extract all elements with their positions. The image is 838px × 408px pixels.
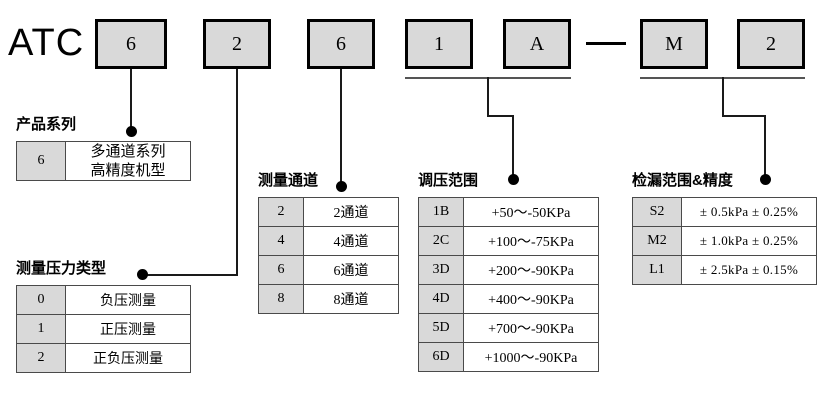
cell-desc: 2通道 <box>303 197 399 227</box>
cell-desc-line2: 高精度机型 <box>90 160 166 179</box>
cell-code: 2 <box>16 343 66 373</box>
table-row: 3D +200～-90KPa <box>418 255 599 285</box>
connector-pressure-type-horizontal <box>143 274 238 276</box>
cell-code: 6 <box>258 255 304 285</box>
code-box-leak-range-1-label: M <box>665 32 683 55</box>
table-row: 8 8通道 <box>258 284 399 314</box>
table-row: 5D +700～-90KPa <box>418 313 599 343</box>
table-row: 1 正压测量 <box>16 314 191 344</box>
connector-leak-range-vertical-2 <box>764 115 766 178</box>
code-box-leak-range-2[interactable]: 2 <box>737 19 805 69</box>
code-box-pressure-type-label: 2 <box>232 32 242 55</box>
connector-leak-range-vertical-1 <box>722 77 724 116</box>
connector-series-vertical <box>130 69 132 131</box>
cell-code: 3D <box>418 255 464 285</box>
cell-code: 4D <box>418 284 464 314</box>
model-prefix-label: ATC <box>8 22 85 64</box>
connector-pressure-range-vertical-2 <box>512 115 514 178</box>
cell-desc: +50～-50KPa <box>463 197 599 227</box>
cell-desc: 正负压测量 <box>65 343 191 373</box>
connector-channels-vertical <box>340 69 342 186</box>
table-row: 1B +50～-50KPa <box>418 197 599 227</box>
code-box-pressure-range-2[interactable]: A <box>503 19 571 69</box>
cell-desc: ± 2.5kPa ± 0.15% <box>681 255 817 285</box>
table-row: L1 ± 2.5kPa ± 0.15% <box>632 255 817 285</box>
table-pressure-type: 0 负压测量 1 正压测量 2 正负压测量 <box>16 285 191 373</box>
cell-code: 2 <box>258 197 304 227</box>
code-box-channels[interactable]: 6 <box>307 19 375 69</box>
cell-code: 6D <box>418 342 464 372</box>
code-box-channels-label: 6 <box>336 32 346 55</box>
table-row: 0 负压测量 <box>16 285 191 315</box>
cell-code: 1 <box>16 314 66 344</box>
table-row: 6 6通道 <box>258 255 399 285</box>
cell-code: S2 <box>632 197 682 227</box>
caption-channels: 测量通道 <box>258 172 319 189</box>
table-row: 2C +100～-75KPa <box>418 226 599 256</box>
connector-pressure-type-vertical <box>236 69 238 275</box>
code-box-leak-range-2-label: 2 <box>766 32 776 55</box>
table-row: 4D +400～-90KPa <box>418 284 599 314</box>
cell-desc: 4通道 <box>303 226 399 256</box>
caption-leak-range: 检漏范围&精度 <box>632 172 733 189</box>
table-pressure-range: 1B +50～-50KPa 2C +100～-75KPa 3D +200～-90… <box>418 197 599 372</box>
cell-desc-line1: 多通道系列 <box>90 142 166 160</box>
table-channels: 2 2通道 4 4通道 6 6通道 8 8通道 <box>258 197 399 314</box>
cell-desc: 8通道 <box>303 284 399 314</box>
table-row: 6D +1000～-90KPa <box>418 342 599 372</box>
code-box-pressure-range-2-label: A <box>529 32 545 55</box>
connector-channels-dot <box>336 181 347 192</box>
cell-code: 6 <box>16 141 66 181</box>
cell-code: L1 <box>632 255 682 285</box>
connector-pressure-range-horizontal <box>487 115 514 117</box>
connector-series-dot <box>126 126 137 137</box>
table-row: 4 4通道 <box>258 226 399 256</box>
cell-desc: +700～-90KPa <box>463 313 599 343</box>
code-box-series-label: 6 <box>126 32 136 55</box>
caption-pressure-type: 测量压力类型 <box>16 260 107 277</box>
code-box-leak-range-1[interactable]: M <box>640 19 708 69</box>
caption-series: 产品系列 <box>16 116 77 133</box>
table-series: 6 多通道系列 高精度机型 <box>16 141 191 181</box>
cell-desc: +400～-90KPa <box>463 284 599 314</box>
cell-desc: +1000～-90KPa <box>463 342 599 372</box>
cell-desc: ± 0.5kPa ± 0.25% <box>681 197 817 227</box>
cell-desc: 负压测量 <box>65 285 191 315</box>
cell-desc: +100～-75KPa <box>463 226 599 256</box>
table-leak-range: S2 ± 0.5kPa ± 0.25% M2 ± 1.0kPa ± 0.25% … <box>632 197 817 285</box>
code-box-series[interactable]: 6 <box>95 19 167 69</box>
cell-desc: 正压测量 <box>65 314 191 344</box>
connector-pressure-type-dot <box>137 269 148 280</box>
cell-desc: ± 1.0kPa ± 0.25% <box>681 226 817 256</box>
table-row: 2 正负压测量 <box>16 343 191 373</box>
code-box-pressure-range-1[interactable]: 1 <box>405 19 473 69</box>
cell-desc: +200～-90KPa <box>463 255 599 285</box>
code-box-pressure-type[interactable]: 2 <box>203 19 271 69</box>
caption-pressure-range: 调压范围 <box>418 172 479 189</box>
connector-leak-range-horizontal <box>722 115 766 117</box>
connector-pressure-range-dot <box>508 174 519 185</box>
cell-desc: 多通道系列 高精度机型 <box>65 141 191 181</box>
cell-desc: 6通道 <box>303 255 399 285</box>
cell-code: 1B <box>418 197 464 227</box>
connector-pressure-range-vertical-1 <box>487 77 489 116</box>
cell-code: 4 <box>258 226 304 256</box>
table-row: 2 2通道 <box>258 197 399 227</box>
connector-leak-range-dot <box>760 174 771 185</box>
model-separator-dash <box>586 42 626 45</box>
table-row: M2 ± 1.0kPa ± 0.25% <box>632 226 817 256</box>
cell-code: M2 <box>632 226 682 256</box>
code-box-pressure-range-1-label: 1 <box>434 32 444 55</box>
table-row: S2 ± 0.5kPa ± 0.25% <box>632 197 817 227</box>
cell-code: 2C <box>418 226 464 256</box>
cell-code: 5D <box>418 313 464 343</box>
cell-code: 8 <box>258 284 304 314</box>
table-row: 6 多通道系列 高精度机型 <box>16 141 191 181</box>
cell-code: 0 <box>16 285 66 315</box>
